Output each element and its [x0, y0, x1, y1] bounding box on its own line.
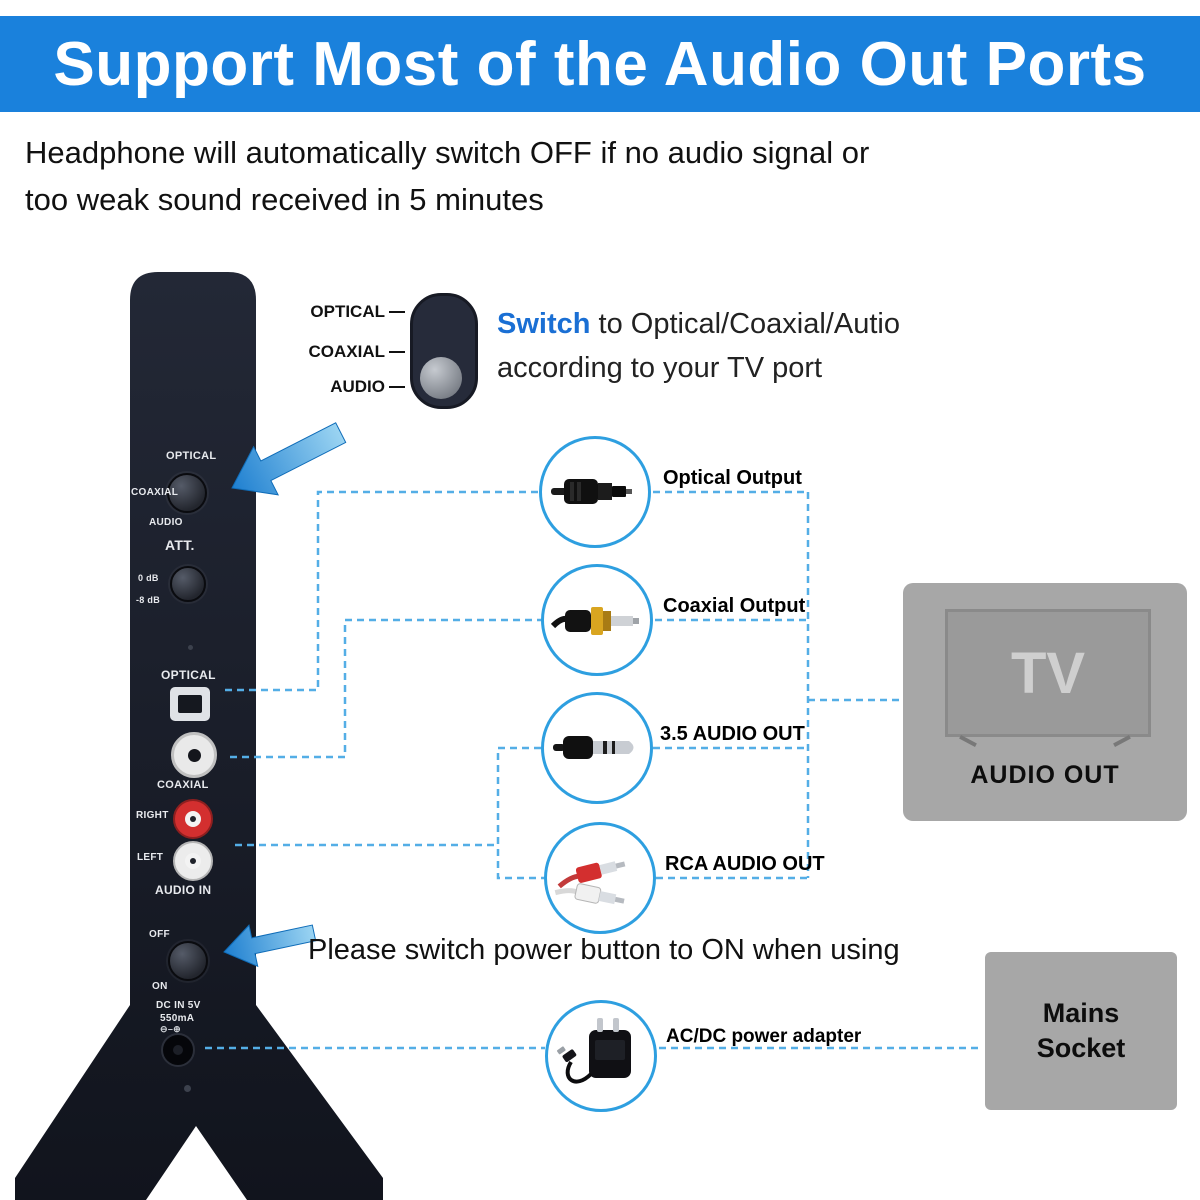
device-label-dc-polarity: ⊖–⊕ — [160, 1024, 181, 1034]
device-label-left: LEFT — [137, 852, 164, 863]
adapter-circle — [545, 1000, 657, 1112]
device-label-att-8db: -8 dB — [136, 595, 160, 605]
device-label-switch-audio: AUDIO — [149, 517, 183, 528]
aux-output-label: 3.5 AUDIO OUT — [660, 723, 805, 745]
tv-caption: AUDIO OUT — [970, 761, 1120, 789]
rca-right-pin — [185, 811, 201, 827]
att-knob — [170, 566, 206, 602]
optical-output-circle — [539, 436, 651, 548]
rca-left-pin — [185, 853, 201, 869]
optical-port-opening — [178, 695, 202, 713]
dc-in-jack — [161, 1033, 195, 1067]
mode-switch-graphic-knob — [420, 357, 462, 399]
switch-word: Switch — [497, 308, 591, 340]
switch-label-audio: AUDIO — [293, 377, 405, 397]
intro-text: Headphone will automatically switch OFF … — [25, 135, 870, 217]
device-label-dc1: DC IN 5V — [156, 1000, 201, 1011]
dc-jack-hole — [173, 1045, 183, 1055]
optical-port — [170, 687, 210, 721]
optical-plug-icon — [551, 479, 632, 504]
aux-output-circle — [541, 692, 653, 804]
coaxial-plug-icon — [551, 607, 639, 635]
switch-instruction: Switch to Optical/Coaxial/Autio accordin… — [497, 303, 987, 390]
arrow-to-mode-switch — [231, 422, 347, 496]
header-banner: Support Most of the Audio Out Ports — [0, 16, 1200, 112]
tv-screen-text: TV — [1010, 640, 1086, 706]
device-label-dc2: 550mA — [160, 1013, 195, 1024]
tick-line — [389, 311, 405, 313]
adapter-label: AC/DC power adapter — [666, 1026, 862, 1047]
device-label-right: RIGHT — [136, 810, 169, 821]
mains-socket-box: Mains Socket — [985, 952, 1177, 1110]
switch-label-audio-text: AUDIO — [330, 377, 385, 396]
switch-label-coaxial-text: COAXIAL — [308, 342, 386, 361]
rca-left-port — [173, 841, 213, 881]
device-label-on: ON — [152, 981, 168, 992]
line-aux-rca — [496, 746, 544, 880]
switch-label-coaxial: COAXIAL — [293, 342, 405, 362]
device-label-switch-coaxial: COAXIAL — [131, 487, 179, 498]
rca-output-circle — [544, 822, 656, 934]
tick-line — [389, 386, 405, 388]
power-switch-knob — [168, 941, 208, 981]
screw-hole — [184, 1085, 191, 1092]
line-optical-port — [225, 490, 539, 692]
device-label-coaxial-port: COAXIAL — [157, 779, 209, 791]
page-title: Support Most of the Audio Out Ports — [53, 29, 1147, 99]
coaxial-port — [171, 732, 217, 778]
tv-screen: TV — [945, 609, 1151, 737]
rca-output-label: RCA AUDIO OUT — [665, 853, 825, 875]
coaxial-port-hole — [187, 748, 201, 762]
coaxial-output-circle — [541, 564, 653, 676]
mode-switch-graphic — [410, 293, 478, 409]
mode-switch-knob — [167, 473, 207, 513]
tv-audio-out-box: TV AUDIO OUT — [903, 583, 1187, 821]
rca-plugs-icon — [554, 861, 626, 905]
rca-right-port — [173, 799, 213, 839]
switch-rest: to Optical/Coaxial/Autio — [590, 308, 900, 340]
mains-socket-label: Mains Socket — [1036, 997, 1126, 1063]
arrow-to-power-switch — [223, 924, 317, 968]
line-coaxial-port — [230, 618, 541, 759]
device-label-audio-in: AUDIO IN — [155, 883, 212, 897]
optical-output-label: Optical Output — [663, 467, 802, 489]
device-label-switch-optical: OPTICAL — [166, 450, 217, 462]
switch-line2: according to your TV port — [497, 351, 823, 384]
switch-label-optical-text: OPTICAL — [310, 302, 385, 321]
switch-label-optical: OPTICAL — [293, 302, 405, 322]
device-label-att-0db: 0 dB — [138, 573, 159, 583]
device-label-off: OFF — [149, 929, 170, 940]
panel-hole — [188, 645, 193, 650]
device-label-att: ATT. — [165, 537, 195, 553]
power-adapter-icon — [556, 1018, 631, 1084]
power-note: Please switch power button to ON when us… — [308, 934, 900, 966]
device-label-optical-port: OPTICAL — [161, 668, 216, 682]
aux-plug-icon — [553, 736, 634, 759]
coaxial-output-label: Coaxial Output — [663, 595, 806, 617]
tick-line — [389, 351, 405, 353]
